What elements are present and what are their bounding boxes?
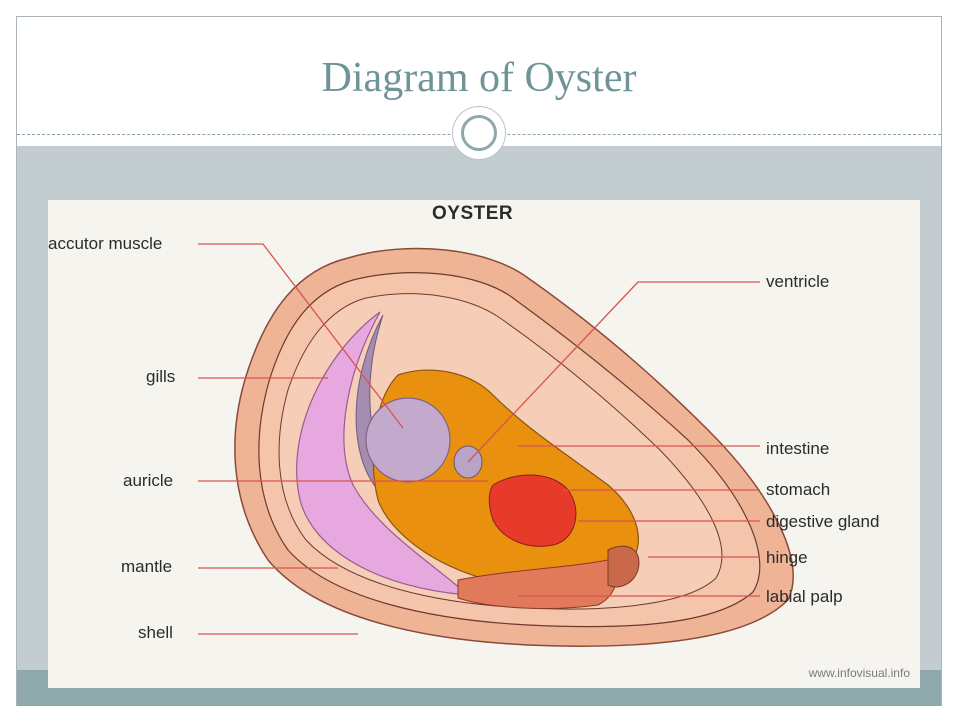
source-credit: www.infovisual.info: [808, 666, 910, 680]
leader-ventricle: [467, 281, 760, 463]
adductor-muscle: [365, 397, 451, 483]
label-ventricle: ventricle: [766, 272, 830, 291]
label-accutor-muscle: accutor muscle: [48, 234, 163, 253]
label-digestive-gland: digestive gland: [766, 512, 880, 531]
label-labial-palp: labial palp: [766, 587, 843, 606]
label-intestine: intestine: [766, 439, 830, 458]
gills-shape: [296, 311, 470, 596]
leader-accutor-muscle: [198, 243, 404, 429]
label-mantle: mantle: [121, 557, 173, 576]
label-hinge: hinge: [766, 548, 808, 567]
oyster-illustration: [198, 243, 794, 647]
label-stomach: stomach: [766, 480, 831, 499]
label-shell: shell: [138, 623, 173, 642]
hinge-shape: [607, 545, 640, 588]
leader-lines: [198, 243, 760, 635]
label-gills: gills: [146, 367, 176, 386]
oyster-diagram: OYSTER accutor muscle gills auricle mant…: [48, 200, 920, 688]
label-auricle: auricle: [123, 471, 174, 490]
stomach-shape: [488, 474, 577, 547]
diagram-heading: OYSTER: [432, 203, 514, 224]
circle-ornament: [452, 106, 506, 160]
slide-title: Diagram of Oyster: [321, 55, 637, 101]
